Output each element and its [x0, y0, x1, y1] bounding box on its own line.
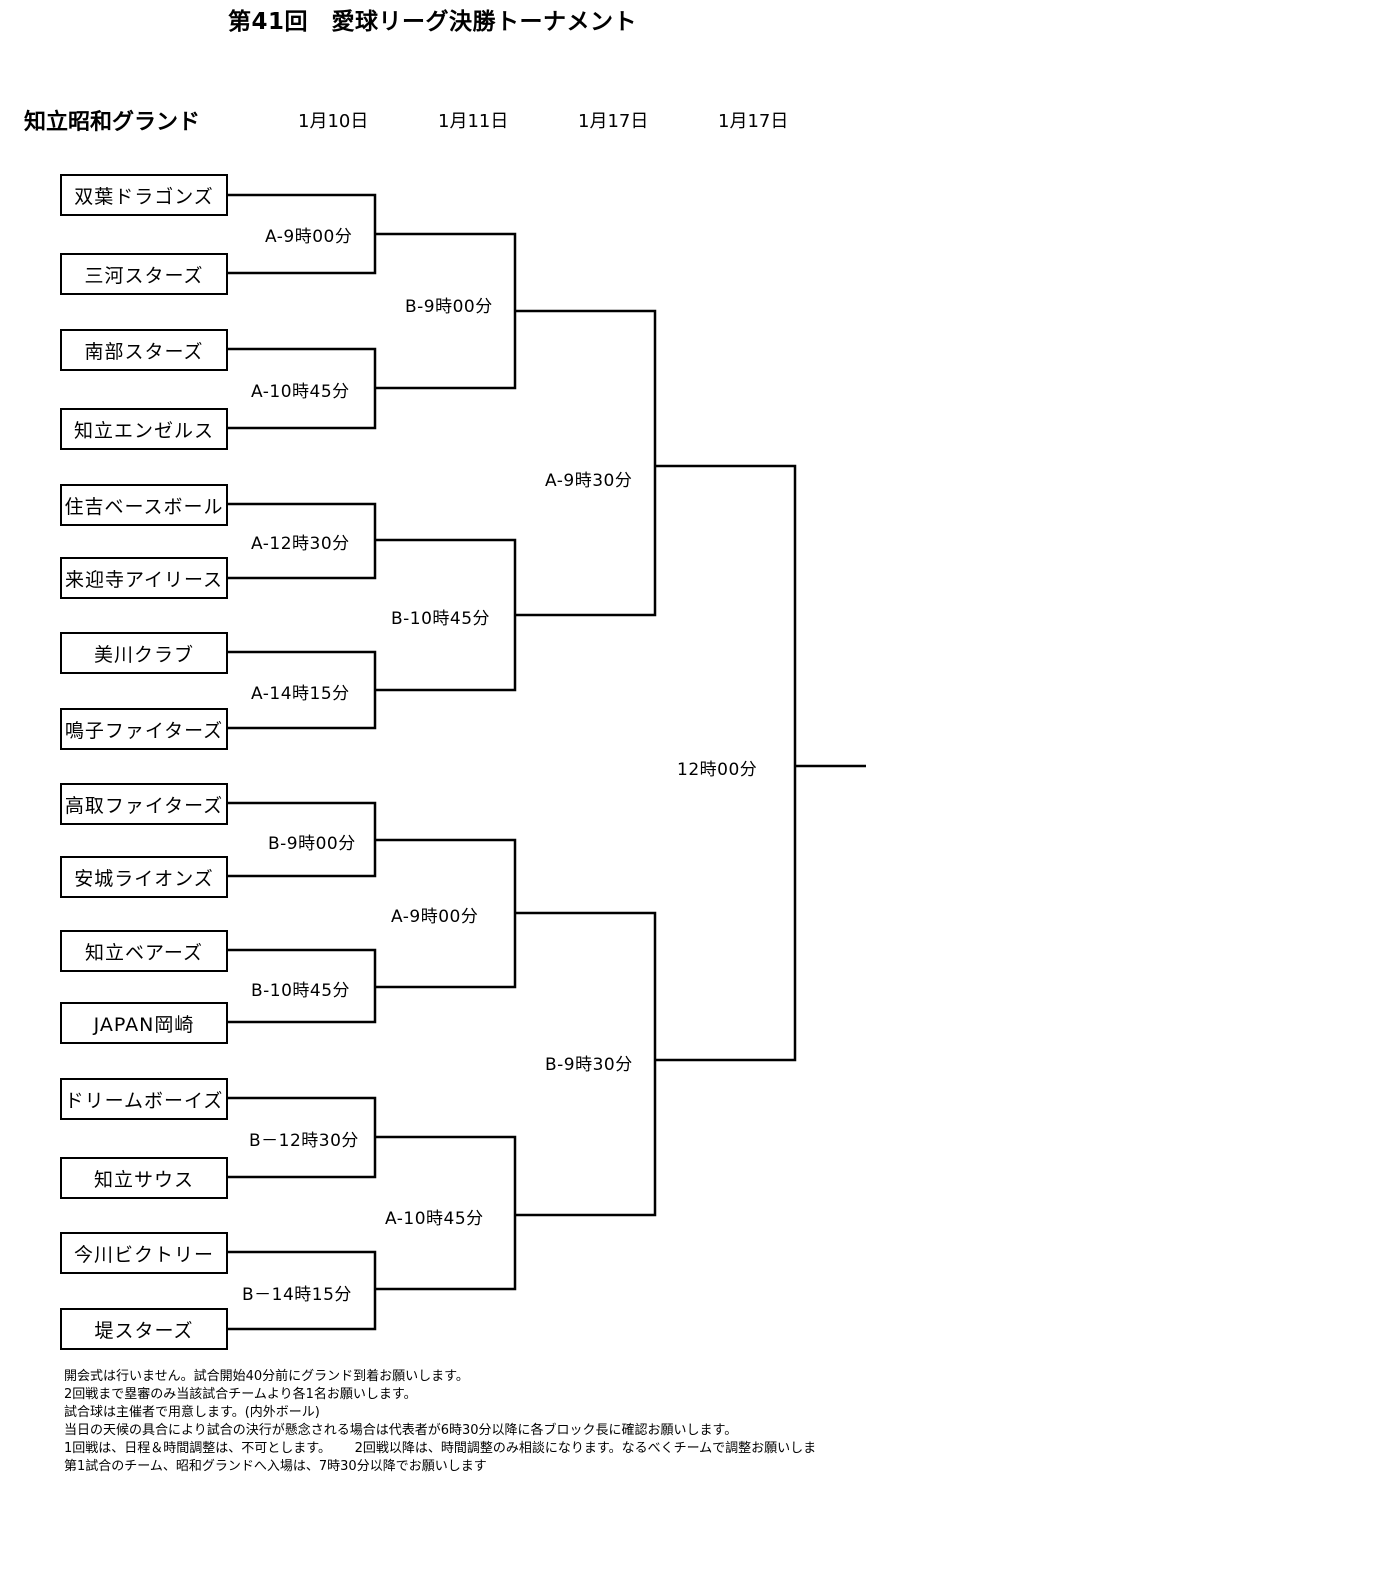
- match-time-label: B－14時15分: [241, 1280, 353, 1305]
- match-line: [226, 1250, 377, 1331]
- match-time-label: A-14時15分: [250, 679, 351, 704]
- match-time-label: A-9時30分: [544, 466, 634, 491]
- team-box: 鳴子ファイターズ: [60, 708, 228, 750]
- match-time-label: B-10時45分: [250, 976, 352, 1001]
- note-line: 第1試合のチーム、昭和グランドへ入場は、7時30分以降でお願いします: [64, 1459, 487, 1474]
- match-time-label: A-10時45分: [384, 1204, 485, 1229]
- match-line: [515, 309, 657, 617]
- match-time-label: A-9時00分: [264, 222, 354, 247]
- date-round-2: 1月11日: [438, 111, 509, 132]
- note-line: 1回戦は、日程＆時間調整は、不可とします。 2回戦以降は、時間調整のみ相談になり…: [64, 1441, 817, 1456]
- team-box: ドリームボーイズ: [60, 1078, 228, 1120]
- team-box: 知立ベアーズ: [60, 930, 228, 972]
- date-round-1: 1月10日: [298, 111, 369, 132]
- team-box: 安城ライオンズ: [60, 856, 228, 898]
- team-box: 三河スターズ: [60, 253, 228, 295]
- match-line: [375, 1135, 517, 1291]
- notes: 開会式は行いません。試合開始40分前にグランド到着お願いします。 2回戦まで塁審…: [64, 1368, 816, 1476]
- note-line: 試合球は主催者で用意します。(内外ボール): [64, 1405, 320, 1420]
- note-line: 開会式は行いません。試合開始40分前にグランド到着お願いします。: [64, 1369, 469, 1384]
- final-time-label: 12時00分: [676, 755, 759, 780]
- team-box: 堤スターズ: [60, 1308, 228, 1350]
- match-time-label: A-10時45分: [250, 377, 351, 402]
- match-time-label: B-9時30分: [544, 1050, 634, 1075]
- team-box: 知立エンゼルス: [60, 408, 228, 450]
- team-box: 高取ファイターズ: [60, 783, 228, 825]
- match-time-label: B－12時30分: [248, 1126, 360, 1151]
- match-line: [655, 464, 797, 1062]
- match-line: [515, 911, 657, 1217]
- team-box: 住吉ベースボール: [60, 484, 228, 526]
- team-box: 来迎寺アイリース: [60, 557, 228, 599]
- match-time-label: A-12時30分: [250, 529, 351, 554]
- team-box: 知立サウス: [60, 1157, 228, 1199]
- note-line: 当日の天候の具合により試合の決行が懸念される場合は代表者が6時30分以降に各ブロ…: [64, 1423, 738, 1438]
- team-box: 美川クラブ: [60, 632, 228, 674]
- team-box: 今川ビクトリー: [60, 1232, 228, 1274]
- venue-name: 知立昭和グランド: [24, 110, 201, 135]
- match-time-label: A-9時00分: [390, 902, 480, 927]
- team-box: 双葉ドラゴンズ: [60, 174, 228, 216]
- note-line: 2回戦まで塁審のみ当該試合チームより各1名お願いします。: [64, 1387, 417, 1402]
- page-title: 第41回 愛球リーグ決勝トーナメント: [228, 9, 638, 35]
- match-time-label: B-10時45分: [390, 604, 492, 629]
- team-box: 南部スターズ: [60, 329, 228, 371]
- date-final: 1月17日: [718, 111, 789, 132]
- match-time-label: B-9時00分: [267, 829, 357, 854]
- match-time-label: B-9時00分: [404, 292, 494, 317]
- date-semifinal: 1月17日: [578, 111, 649, 132]
- team-box: JAPAN岡崎: [60, 1002, 228, 1044]
